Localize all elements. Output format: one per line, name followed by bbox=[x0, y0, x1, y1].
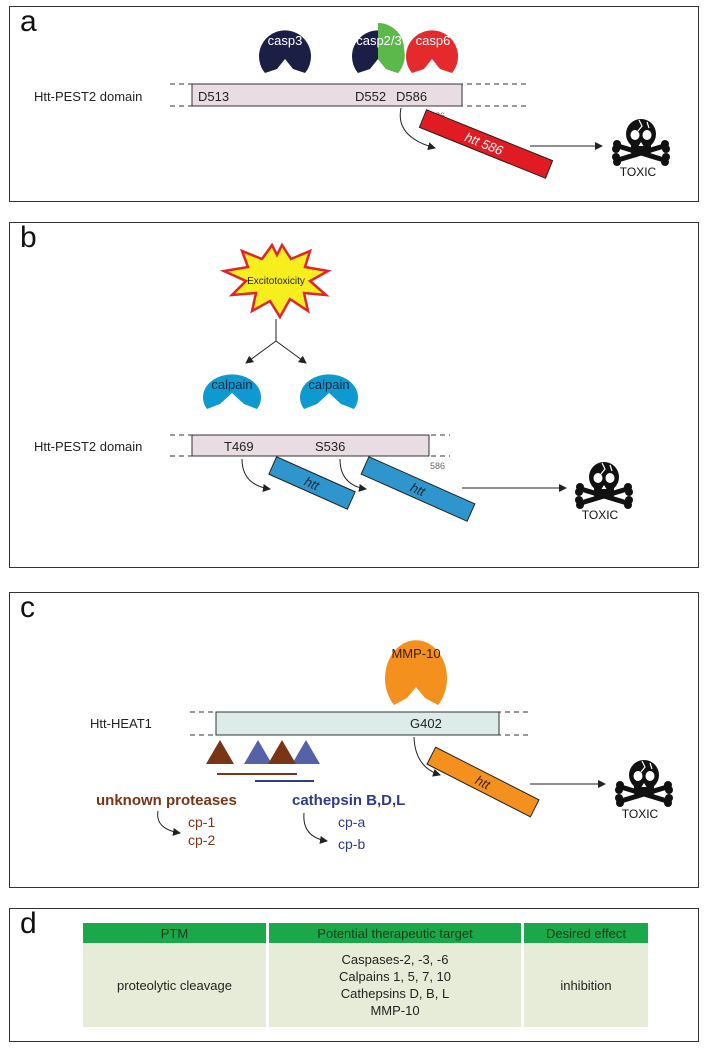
htt-fragment-2 bbox=[360, 456, 476, 522]
panel-c: c MMP-10 Htt-HEAT1 G402 unknown protease… bbox=[9, 592, 699, 888]
panel-b-diagram: Excitotoxicity calpain calpain Htt-PEST2… bbox=[34, 242, 700, 522]
cathepsin-label: cathepsin B,D,L bbox=[292, 792, 405, 809]
cell-targets: Caspases-2, -3, -6 Calpains 1, 5, 7, 10 … bbox=[269, 943, 521, 1027]
trigger-label: Excitotoxicity bbox=[247, 276, 305, 287]
panel-d: d PTM Potential therapeutic target Desir… bbox=[9, 908, 699, 1042]
skull-icon bbox=[615, 760, 673, 807]
htt-fragment-1 bbox=[268, 456, 356, 510]
htt-pest2-domain-bar bbox=[191, 434, 430, 457]
cp-b-label: cp-b bbox=[338, 836, 365, 852]
calpain-enzyme-2 bbox=[299, 374, 358, 409]
site-d552: D552 bbox=[355, 89, 386, 104]
toxic-label: TOXIC bbox=[622, 807, 659, 821]
target-item: Caspases-2, -3, -6 bbox=[341, 952, 449, 967]
site-g402: G402 bbox=[410, 716, 442, 731]
casp2-3-green-half bbox=[378, 23, 405, 73]
toxic-label: TOXIC bbox=[620, 165, 657, 179]
header-effect: Desired effect bbox=[524, 923, 648, 943]
target-item: Calpains 1, 5, 7, 10 bbox=[338, 969, 452, 984]
triangle-blue-2 bbox=[292, 740, 320, 764]
skull-icon bbox=[575, 462, 633, 509]
panel-c-diagram: MMP-10 Htt-HEAT1 G402 unknown proteases … bbox=[90, 640, 700, 852]
triangle-brown-1 bbox=[206, 740, 234, 764]
cp-a-label: cp-a bbox=[338, 814, 365, 830]
target-item: Cathepsins D, B, L bbox=[340, 986, 450, 1001]
cleavage-arrow bbox=[413, 736, 441, 777]
calpain-label-2: calpain bbox=[308, 377, 349, 392]
header-ptm: PTM bbox=[83, 923, 266, 943]
panel-a: a casp3 casp2/3 casp6 Htt-PEST2 domain D… bbox=[9, 6, 699, 202]
cp-1-label: cp-1 bbox=[188, 814, 215, 830]
htt-pest2-domain-bar bbox=[191, 83, 463, 107]
target-item: MMP-10 bbox=[370, 1003, 420, 1018]
cleavage-arrow-1 bbox=[241, 458, 271, 492]
site-s536: S536 bbox=[315, 439, 345, 454]
panel-label: b bbox=[20, 221, 37, 254]
branch-arrow-right bbox=[275, 340, 307, 364]
casp6-enzyme bbox=[406, 30, 459, 74]
cell-effect: inhibition bbox=[524, 943, 648, 1027]
calpain-enzyme-1 bbox=[203, 374, 261, 409]
panel-label: c bbox=[20, 591, 35, 624]
cell-ptm: proteolytic cleavage bbox=[83, 943, 266, 1027]
htt-586-fragment bbox=[418, 109, 554, 179]
panel-b: b Excitotoxicity calpain calpain Htt-PES… bbox=[9, 222, 699, 568]
htt-fragment bbox=[426, 746, 540, 818]
domain-label: Htt-HEAT1 bbox=[90, 716, 152, 731]
cleavage-arrow-2 bbox=[339, 458, 367, 492]
unknown-arrow bbox=[157, 810, 181, 836]
excitotoxicity-burst bbox=[219, 242, 332, 320]
panel-label: a bbox=[20, 5, 37, 38]
calpain-label-1: calpain bbox=[211, 377, 252, 392]
htt-heat1-domain-bar bbox=[215, 711, 500, 736]
end-number: 586 bbox=[430, 461, 445, 471]
table-row: proteolytic cleavage Caspases-2, -3, -6 … bbox=[83, 943, 648, 1027]
casp3-label: casp3 bbox=[268, 33, 303, 48]
site-d513: D513 bbox=[198, 89, 229, 104]
mmp10-enzyme bbox=[384, 640, 447, 705]
header-target: Potential therapeutic target bbox=[269, 923, 521, 943]
triangle-brown-2 bbox=[268, 740, 296, 764]
casp3-enzyme bbox=[259, 30, 311, 73]
mmp10-label: MMP-10 bbox=[391, 646, 440, 661]
toxic-label: TOXIC bbox=[582, 508, 619, 522]
unknown-proteases-label: unknown proteases bbox=[96, 792, 237, 809]
casp6-label: casp6 bbox=[416, 33, 451, 48]
domain-label: Htt-PEST2 domain bbox=[34, 89, 142, 104]
cathepsin-arrow bbox=[303, 812, 328, 844]
casp2-3-label: casp2/3 bbox=[356, 33, 402, 48]
panel-a-diagram: casp3 casp2/3 casp6 Htt-PEST2 domain D51… bbox=[34, 23, 700, 179]
table-header-row: PTM Potential therapeutic target Desired… bbox=[83, 923, 648, 943]
site-d586: D586 bbox=[396, 89, 427, 104]
panel-label: d bbox=[20, 907, 37, 940]
cp-2-label: cp-2 bbox=[188, 832, 215, 848]
skull-icon bbox=[612, 119, 670, 166]
cleavage-arrow bbox=[399, 107, 436, 150]
triangle-blue-1 bbox=[244, 740, 272, 764]
branch-arrow-left bbox=[245, 340, 277, 364]
domain-label: Htt-PEST2 domain bbox=[34, 439, 142, 454]
therapeutic-target-table: PTM Potential therapeutic target Desired… bbox=[80, 923, 651, 1027]
site-t469: T469 bbox=[224, 439, 254, 454]
